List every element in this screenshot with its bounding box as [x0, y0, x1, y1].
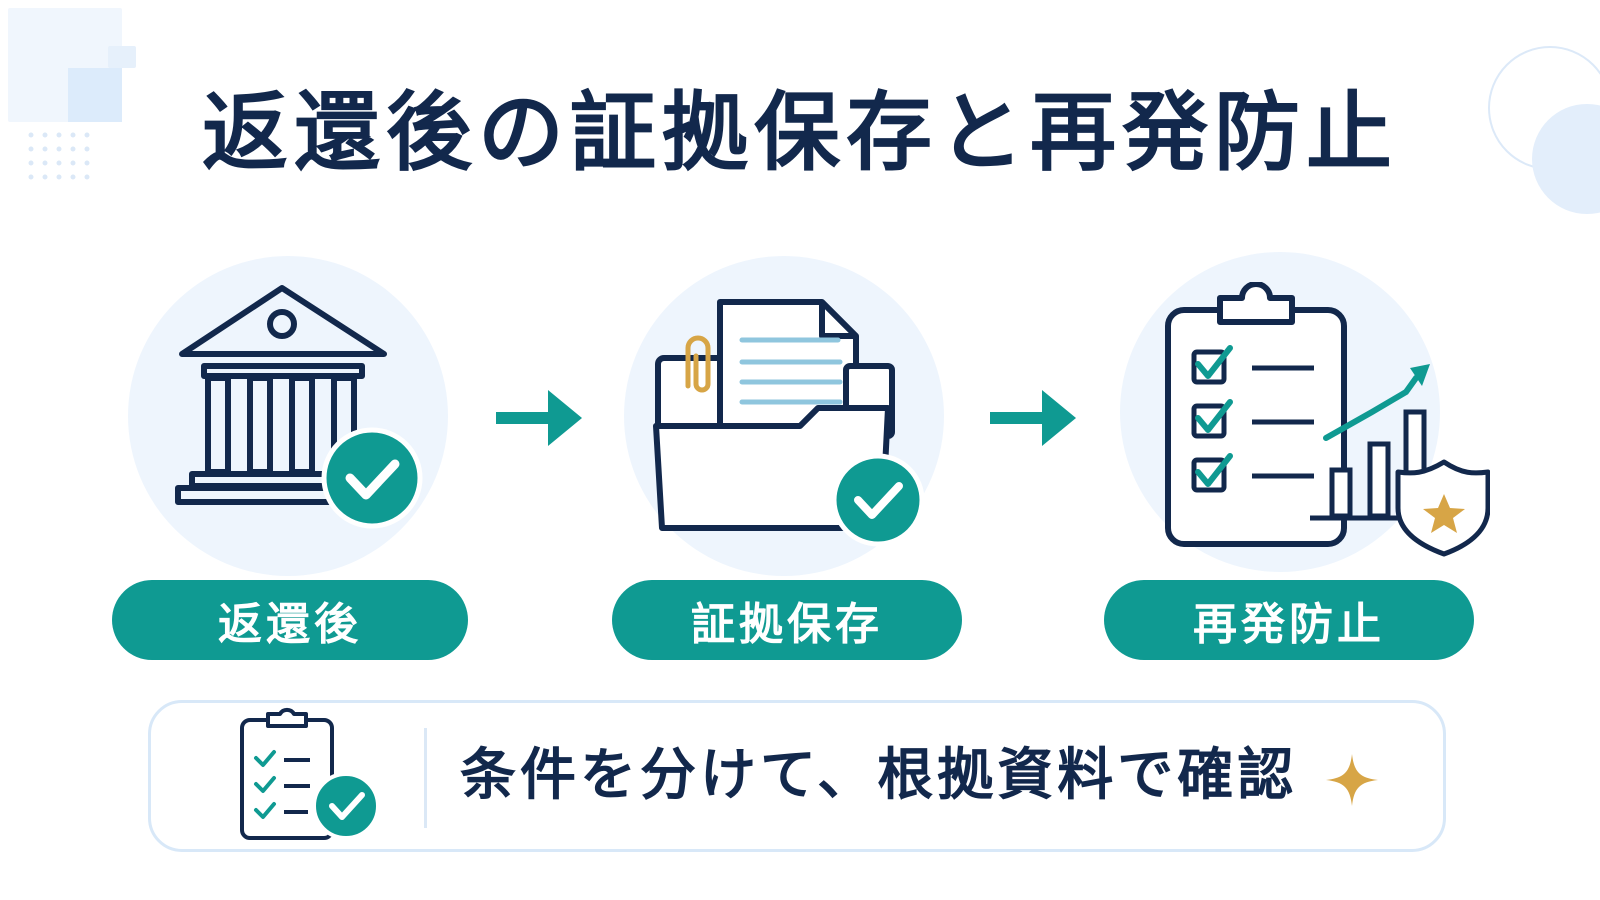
document-folder-check-icon — [653, 299, 925, 547]
step-3-label: 再発防止 — [1104, 580, 1474, 660]
decor-square — [68, 68, 122, 122]
sparkle-icon — [1326, 754, 1378, 806]
clipboard-chart-shield-icon — [1165, 282, 1490, 557]
bank-building-check-icon — [175, 285, 423, 529]
note-text: 条件を分けて、根拠資料で確認 — [460, 743, 1298, 808]
arrow-right-icon — [496, 390, 582, 446]
step-1-label: 返還後 — [112, 580, 468, 660]
note-divider — [424, 728, 427, 828]
step-2-label: 証拠保存 — [612, 580, 962, 660]
page-title: 返還後の証拠保存と再発防止 — [202, 83, 1398, 183]
decor-dots — [28, 132, 90, 180]
decor-square — [108, 46, 136, 68]
arrow-right-icon — [990, 390, 1076, 446]
clipboard-check-icon — [240, 707, 380, 840]
